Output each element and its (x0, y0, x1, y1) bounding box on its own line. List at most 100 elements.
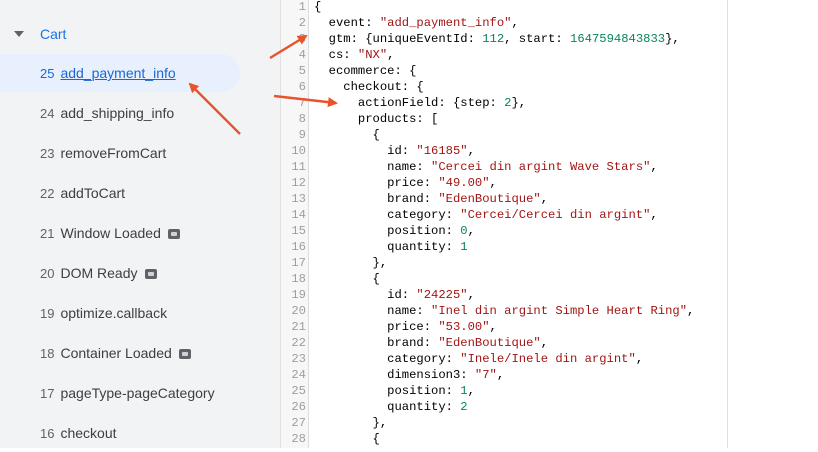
code-line: 13 brand: "EdenBoutique", (281, 191, 548, 207)
code-line: 27 }, (281, 415, 387, 431)
code-line: 26 quantity: 2 (281, 399, 468, 415)
line-number: 3 (298, 32, 306, 46)
line-number: 15 (291, 224, 306, 238)
sidebar-event-item[interactable]: 21 Window Loaded (0, 214, 240, 252)
number-token: 2 (460, 400, 468, 414)
line-number: 20 (291, 304, 306, 318)
code-token: brand: (314, 192, 439, 206)
line-number: 1 (298, 0, 306, 14)
code-token: , (489, 320, 497, 334)
code-token: name: (314, 304, 432, 318)
event-name: optimize.callback (60, 305, 168, 321)
code-token: category: (314, 208, 461, 222)
string-token: "Cercei din argint Wave Stars" (431, 160, 651, 174)
code-token: { (314, 432, 380, 446)
code-line: 7 actionField: {step: 2}, (281, 95, 526, 111)
line-number: 8 (298, 112, 306, 126)
code-line: 10 id: "16185", (281, 143, 475, 159)
code-line: 6 checkout: { (281, 79, 424, 95)
line-number: 16 (291, 240, 306, 254)
code-line: 20 name: "Inel din argint Simple Heart R… (281, 303, 694, 319)
code-line: 24 dimension3: "7", (281, 367, 504, 383)
string-token: "7" (474, 368, 497, 382)
string-token: "Inele/Inele din argint" (460, 352, 636, 366)
code-token: , (687, 304, 695, 318)
code-line: 4 cs: "NX", (281, 47, 395, 63)
code-token: }, (665, 32, 680, 46)
folder-label: Cart (40, 26, 67, 42)
code-token: , (489, 176, 497, 190)
event-name: Container Loaded (60, 345, 172, 361)
code-token: products: [ (314, 112, 439, 126)
string-token: "add_payment_info" (379, 16, 512, 30)
line-number: 13 (291, 192, 306, 206)
number-token: 0 (460, 224, 468, 238)
event-number: 25 (40, 65, 55, 81)
code-token: , start: (504, 32, 570, 46)
code-token: event: (314, 16, 380, 30)
code-token: price: (314, 176, 439, 190)
line-number: 18 (291, 272, 306, 286)
event-number: 21 (40, 225, 55, 241)
code-token: , (467, 224, 475, 238)
built-in-event-icon (167, 229, 180, 239)
line-number: 19 (291, 288, 306, 302)
line-number: 21 (291, 320, 306, 334)
sidebar-event-item[interactable]: 23 removeFromCart (0, 134, 240, 172)
code-token: , (467, 384, 475, 398)
code-token: price: (314, 320, 439, 334)
string-token: "EdenBoutique" (438, 336, 541, 350)
code-token: position: (314, 224, 461, 238)
number-token: 1647594843833 (570, 32, 666, 46)
code-line: 16 quantity: 1 (281, 239, 467, 255)
code-line: 28 { (281, 431, 380, 447)
code-token: category: (314, 352, 461, 366)
code-token: }, (511, 96, 527, 110)
sidebar-event-item[interactable]: 25 add_payment_info (0, 54, 240, 92)
event-number: 24 (40, 105, 55, 121)
code-token: dimension3: (314, 368, 475, 382)
line-number: 4 (298, 48, 306, 62)
event-name: add_payment_info (60, 65, 176, 81)
string-token: "53.00" (438, 320, 490, 334)
event-number: 23 (40, 145, 55, 161)
code-token: checkout: { (314, 80, 424, 94)
code-line: 25 position: 1, (281, 383, 475, 399)
built-in-event-icon (178, 349, 191, 359)
code-token: quantity: (314, 240, 461, 254)
code-token: actionField: {step: (314, 96, 505, 110)
event-name: removeFromCart (60, 145, 167, 161)
caret-down-icon[interactable] (14, 31, 24, 37)
line-number: 14 (291, 208, 306, 222)
code-token: , (511, 16, 519, 30)
event-name: Window Loaded (60, 225, 161, 241)
code-token: , (540, 336, 549, 350)
line-number: 28 (291, 432, 306, 446)
code-line: 19 id: "24225", (281, 287, 475, 303)
string-token: "16185" (416, 144, 468, 158)
code-token: id: (314, 288, 417, 302)
number-token: 1 (460, 384, 468, 398)
event-number: 20 (40, 265, 55, 281)
code-token: , (387, 48, 395, 62)
code-token: }, (314, 256, 388, 270)
code-line: 2 event: "add_payment_info", (281, 15, 519, 31)
line-number: 12 (291, 176, 306, 190)
code-line: 11 name: "Cercei din argint Wave Stars", (281, 159, 657, 175)
code-token: }, (314, 416, 388, 430)
folder-cart[interactable]: Cart (14, 24, 66, 44)
code-token: { (314, 272, 380, 286)
code-line: 22 brand: "EdenBoutique", (281, 335, 548, 351)
event-name: pageType-pageCategory (60, 385, 215, 401)
line-number: 10 (291, 144, 306, 158)
code-line: 1{ (281, 0, 322, 15)
line-number-gutter (281, 0, 309, 448)
string-token: "EdenBoutique" (438, 192, 541, 206)
